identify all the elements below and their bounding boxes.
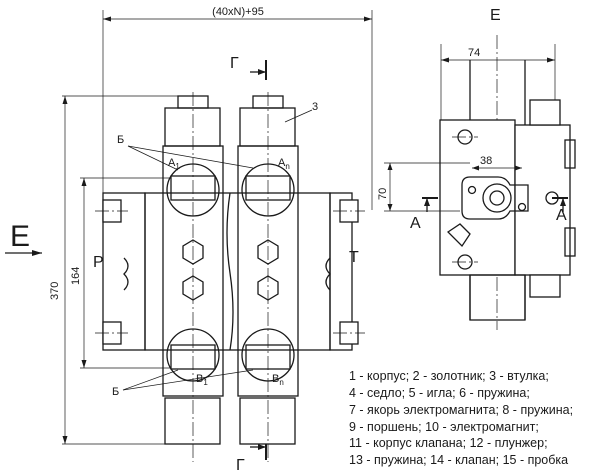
front-view: (40xN)+95 Г Г [5,6,373,473]
section-g-bottom: Г [236,440,267,473]
section-g-top-label: Г [230,55,239,72]
section-a-left-label: A [410,215,421,232]
a1-label: A1 [168,157,180,171]
legend-line-2: 4 - седло; 5 - игла; 6 - пружина; [349,386,530,400]
side-view-e: E 74 38 [377,7,576,330]
legend: 1 - корпус; 2 - золотник; 3 - втулка; 4 … [349,369,573,467]
legend-line-4: 9 - поршень; 10 - электромагнит; [349,420,539,434]
dimension-total-width: (40xN)+95 [102,6,373,210]
dimension-370: 370 [49,95,178,445]
dimension-164: 164 [70,177,170,369]
port-p-label: P [93,254,104,271]
view-e-arrow-label: E [10,220,30,253]
section-column-n [237,92,299,462]
dimension-164-text: 164 [70,267,82,285]
view-e-arrow: E [5,220,42,256]
legend-line-5: 11 - корпус клапана; 12 - плунжер; [349,436,548,450]
b-bottom-label: Б [112,386,119,398]
dimension-74-text: 74 [468,47,480,59]
dimension-70-text: 70 [377,188,389,200]
dimension-38-text: 38 [480,155,492,167]
section-column-1 [162,92,224,462]
bolts [95,199,365,345]
b1-label: B1 [196,373,208,387]
port-t-label: T [349,249,359,266]
dimension-total-width-text: (40xN)+95 [212,6,264,18]
item-3-label: 3 [312,101,318,113]
bn-label: Bn [272,373,284,387]
view-e-title: E [490,7,501,24]
legend-line-3: 7 - якорь электромагнита; 8 - пружина; [349,403,573,417]
an-label: An [278,157,290,171]
legend-line-1: 1 - корпус; 2 - золотник; 3 - втулка; [349,369,549,383]
section-g-bottom-label: Г [236,457,245,473]
section-a-right-label: A [556,207,567,224]
break-line [226,192,234,351]
b-top-label: Б [117,134,124,146]
section-g-top: Г [230,55,267,80]
dimension-370-text: 370 [49,282,61,300]
legend-line-6: 13 - пружина; 14 - клапан; 15 - пробка [349,453,568,467]
